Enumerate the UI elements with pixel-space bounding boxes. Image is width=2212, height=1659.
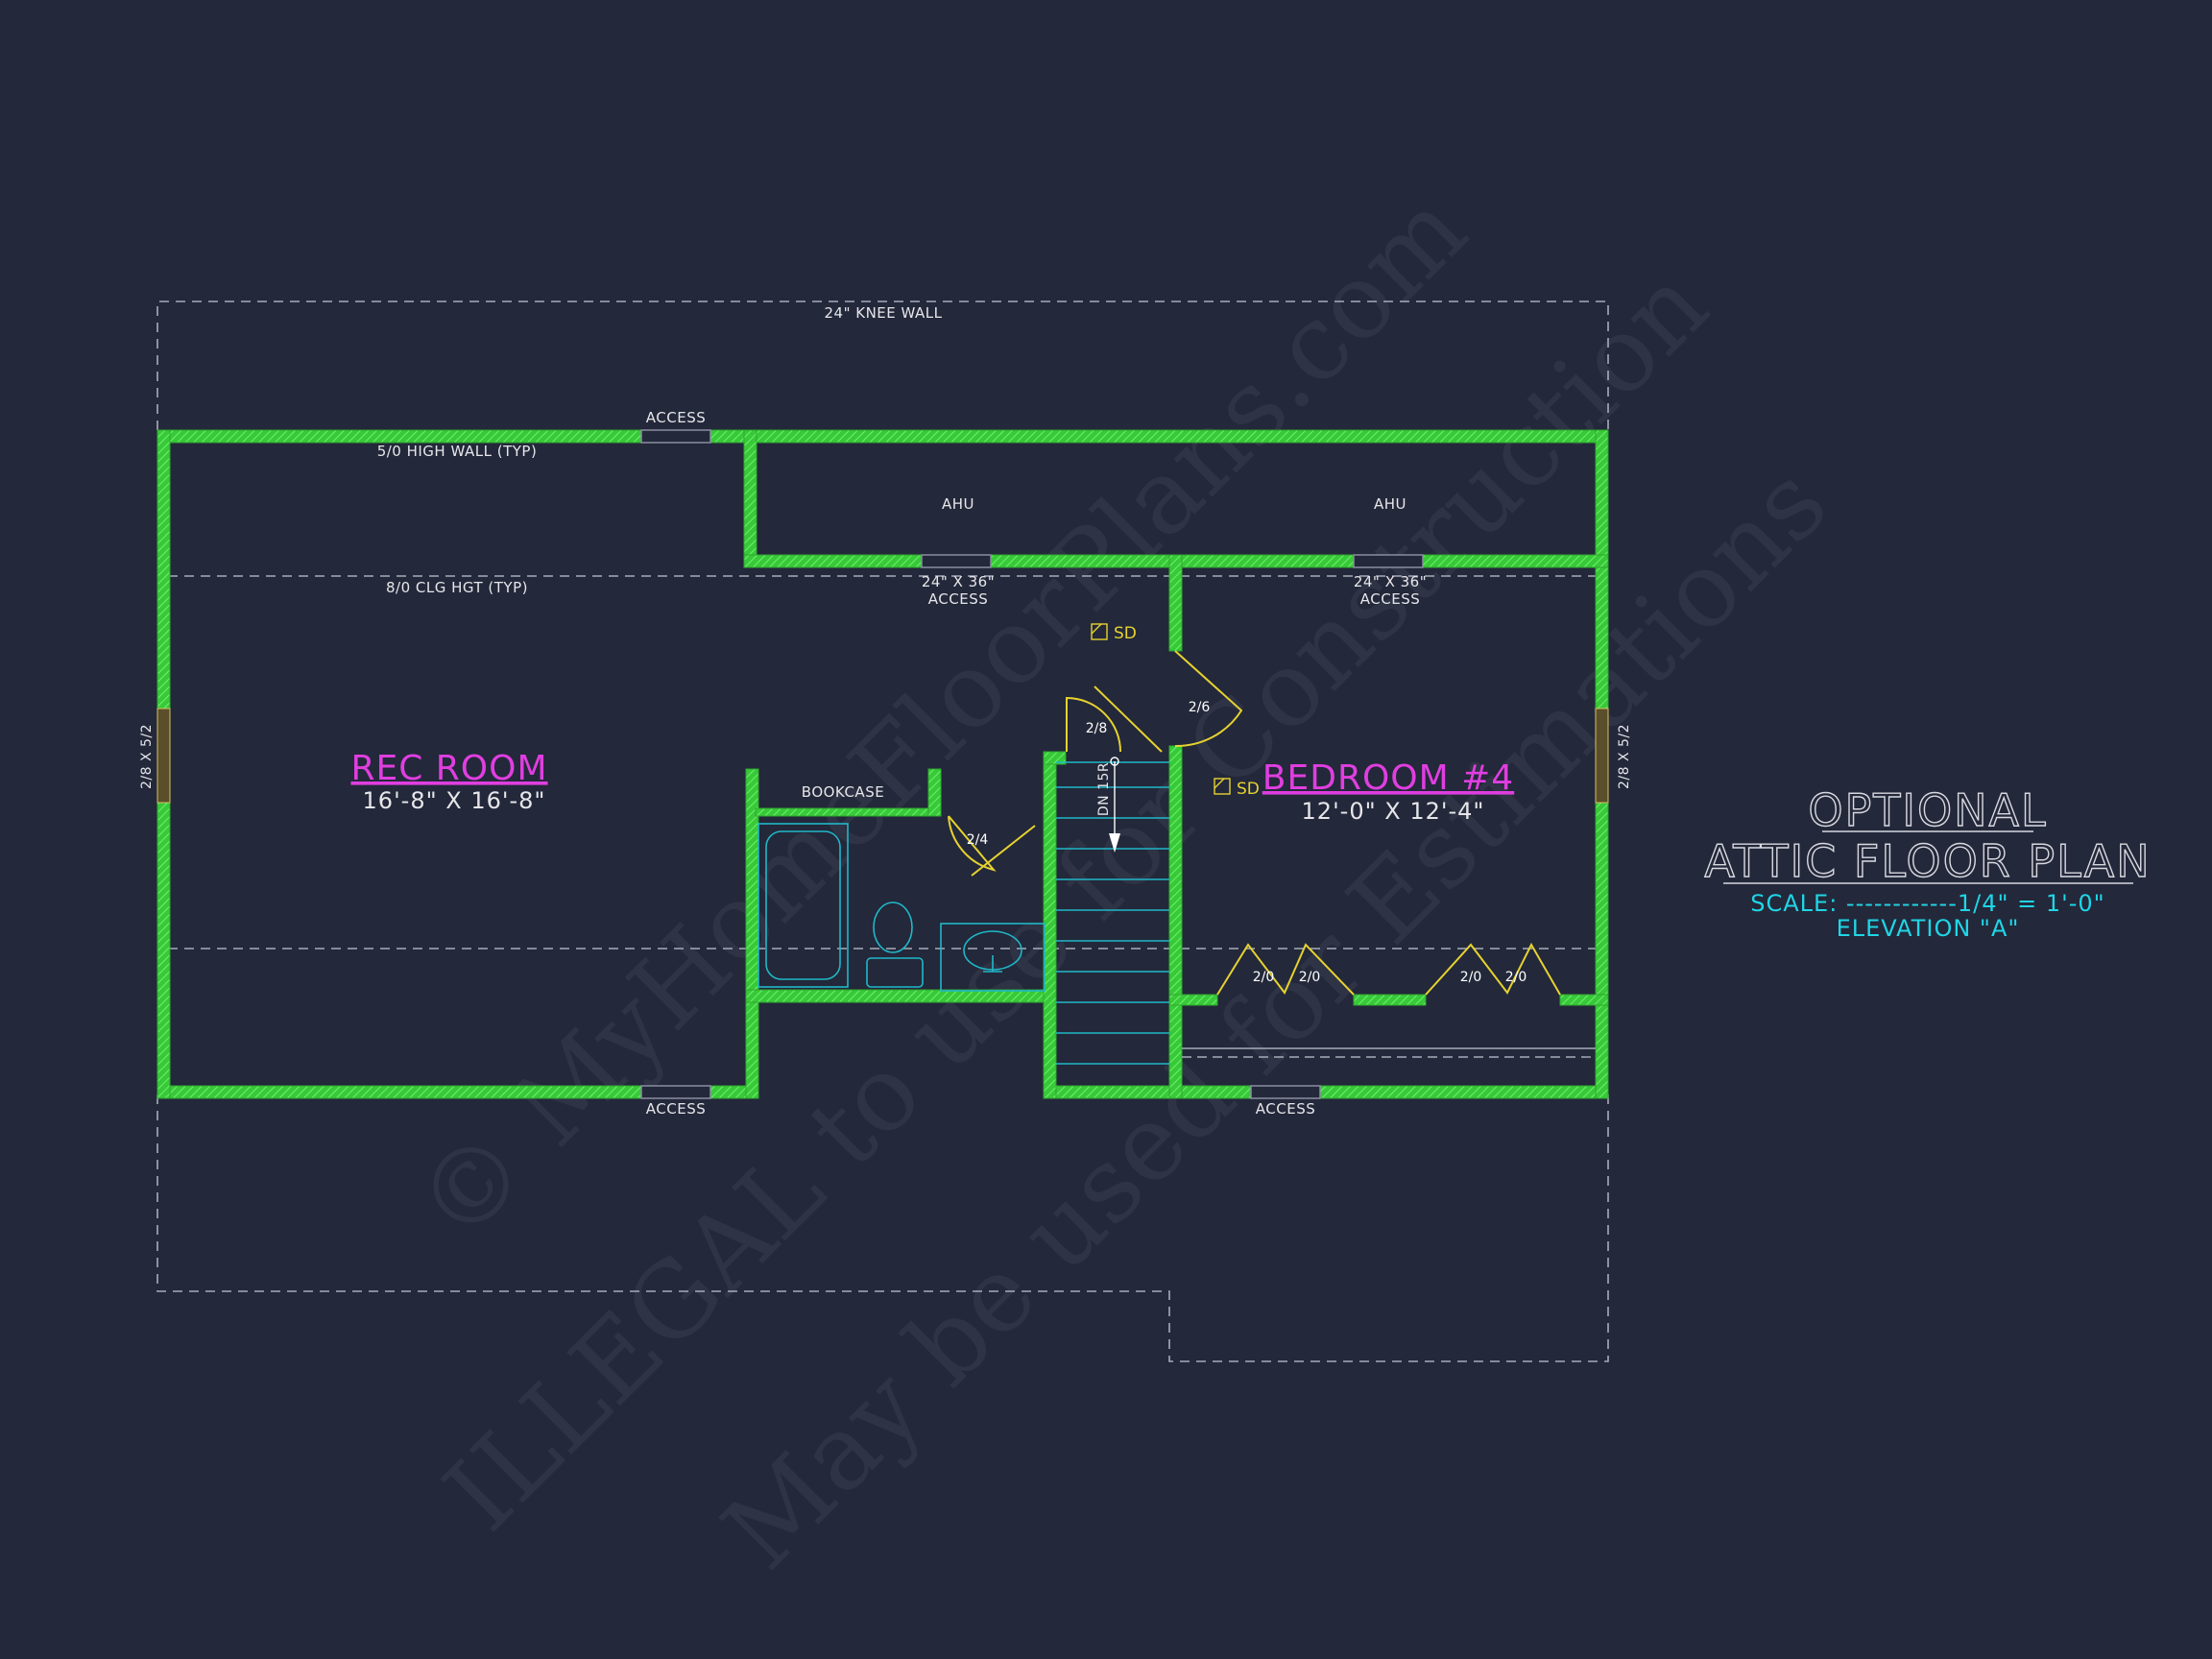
watermark: © MyHomeFloorPlans.com ILLEGAL to use fo… — [394, 170, 1850, 1593]
door-label-2-8: 2/8 — [1086, 721, 1108, 736]
roof-outline — [156, 301, 1609, 1362]
doors — [948, 650, 1561, 996]
window-right — [1595, 708, 1609, 804]
closet-doors-1 — [1216, 943, 1355, 996]
door-2-8 — [1066, 696, 1121, 753]
bookcase-label: BOOKCASE — [802, 783, 884, 801]
smoke-detector-label-2: SD — [1237, 780, 1260, 799]
smoke-detector-icon — [1091, 623, 1108, 640]
title-elevation: ELEVATION "A" — [1837, 915, 2020, 942]
smoke-detector-label-1: SD — [1114, 624, 1137, 643]
window-right-label: 2/8 X 5/2 — [1617, 724, 1632, 789]
smoke-detectors — [1091, 623, 1231, 795]
knee-wall-label: 24" KNEE WALL — [824, 304, 942, 322]
bedroom-name: BEDROOM #4 — [1262, 758, 1514, 798]
windows — [156, 708, 1609, 804]
ahu-label-1: AHU — [942, 495, 974, 513]
door-2-4 — [948, 815, 997, 872]
smoke-detector-icon — [1214, 778, 1231, 795]
closet-doors-2 — [1425, 942, 1561, 996]
fixtures — [757, 823, 1046, 992]
title-line-1: OPTIONAL — [1808, 784, 2047, 836]
closet-door-label: 2/0 — [1299, 970, 1321, 985]
ceiling-height-label: 8/0 CLG HGT (TYP) — [386, 579, 528, 596]
attic-access-size-1: 24" X 36" — [922, 573, 995, 590]
door-2-6 — [1174, 650, 1243, 748]
closet-door-label: 2/0 — [1460, 970, 1482, 985]
high-wall-label: 5/0 HIGH WALL (TYP) — [377, 443, 538, 460]
title-scale: SCALE: ------------1/4" = 1'-0" — [1750, 890, 2104, 917]
rec-room-dimensions: 16'-8" X 16'-8" — [363, 787, 546, 814]
door-label-2-4: 2/4 — [967, 832, 989, 848]
closet-shelf — [1182, 1047, 1596, 1058]
title-line-2: ATTIC FLOOR PLAN — [1704, 835, 2151, 887]
toilet — [873, 902, 913, 953]
access-bottom-right-label: ACCESS — [1256, 1100, 1315, 1118]
title-block: OPTIONAL ATTIC FLOOR PLAN SCALE: -------… — [1704, 783, 2151, 942]
bathtub — [757, 823, 849, 988]
access-top-label: ACCESS — [646, 409, 706, 426]
rec-room-name: REC ROOM — [350, 749, 547, 788]
stair — [1056, 757, 1169, 1065]
attic-access-label-2: ACCESS — [1360, 590, 1420, 608]
access-bottom-left-label: ACCESS — [646, 1100, 706, 1118]
vanity — [940, 923, 1046, 992]
attic-access-label-1: ACCESS — [928, 590, 988, 608]
window-left — [156, 708, 171, 804]
bedroom-dimensions: 12'-0" X 12'-4" — [1302, 798, 1485, 825]
closet-door-label: 2/0 — [1253, 970, 1275, 985]
ahu-label-2: AHU — [1374, 495, 1407, 513]
closet-door-label: 2/0 — [1505, 970, 1527, 985]
attic-access-size-2: 24" X 36" — [1354, 573, 1427, 590]
stair-label: DN 15R — [1096, 762, 1112, 816]
window-left-label: 2/8 X 5/2 — [139, 724, 155, 789]
door-label-2-6: 2/6 — [1189, 700, 1211, 715]
access-openings — [640, 429, 1424, 1099]
